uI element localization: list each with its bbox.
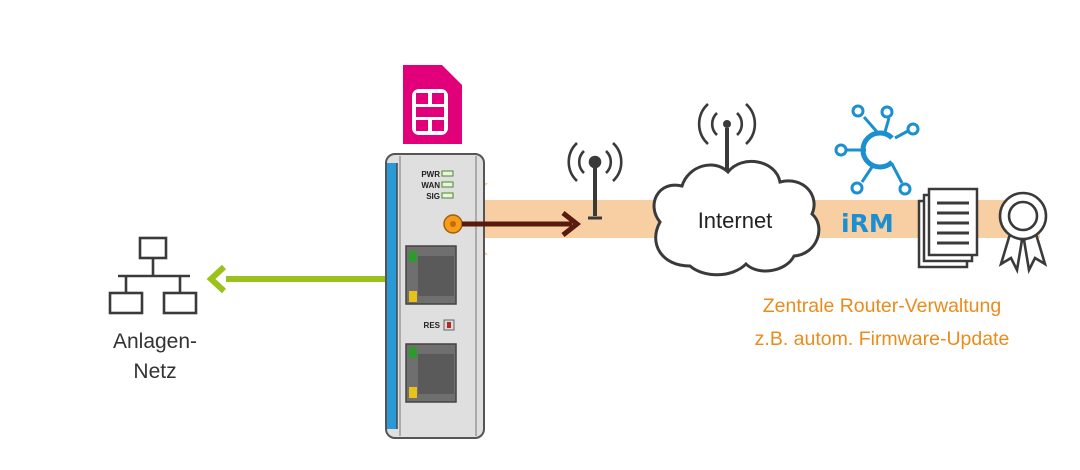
document-stack-icon: [917, 187, 979, 269]
network-topology-icon: [108, 236, 198, 315]
antenna-tower-icon: [567, 142, 623, 220]
ethernet-port-2: [405, 343, 457, 403]
irm-label: iRM: [841, 209, 894, 238]
caption-line2: z.B. autom. Firmware-Update: [755, 328, 1010, 350]
led-pwr: [441, 170, 454, 177]
led-label-sig: SIG: [426, 192, 440, 201]
network-label-line2: Netz: [133, 360, 176, 383]
cellular-link-arrow: [462, 211, 582, 237]
router-device: PWR WAN SIG RES: [385, 153, 485, 439]
led-wan: [441, 181, 454, 188]
certificate-badge-icon: [998, 191, 1048, 275]
cloud-label: Internet: [698, 208, 773, 233]
network-label-line1: Anlagen-: [113, 330, 197, 353]
led-sig: [441, 192, 454, 199]
sim-card-icon: [403, 65, 462, 144]
reset-label: RES: [424, 321, 441, 330]
ethernet-port-1: [405, 245, 457, 305]
led-label-wan: WAN: [421, 181, 440, 190]
caption-line1: Zentrale Router-Verwaltung: [763, 295, 1001, 317]
hub-network-icon: [834, 104, 920, 196]
led-label-pwr: PWR: [421, 170, 440, 179]
cloud-icon: [652, 103, 821, 277]
lan-arrow: [206, 264, 395, 294]
